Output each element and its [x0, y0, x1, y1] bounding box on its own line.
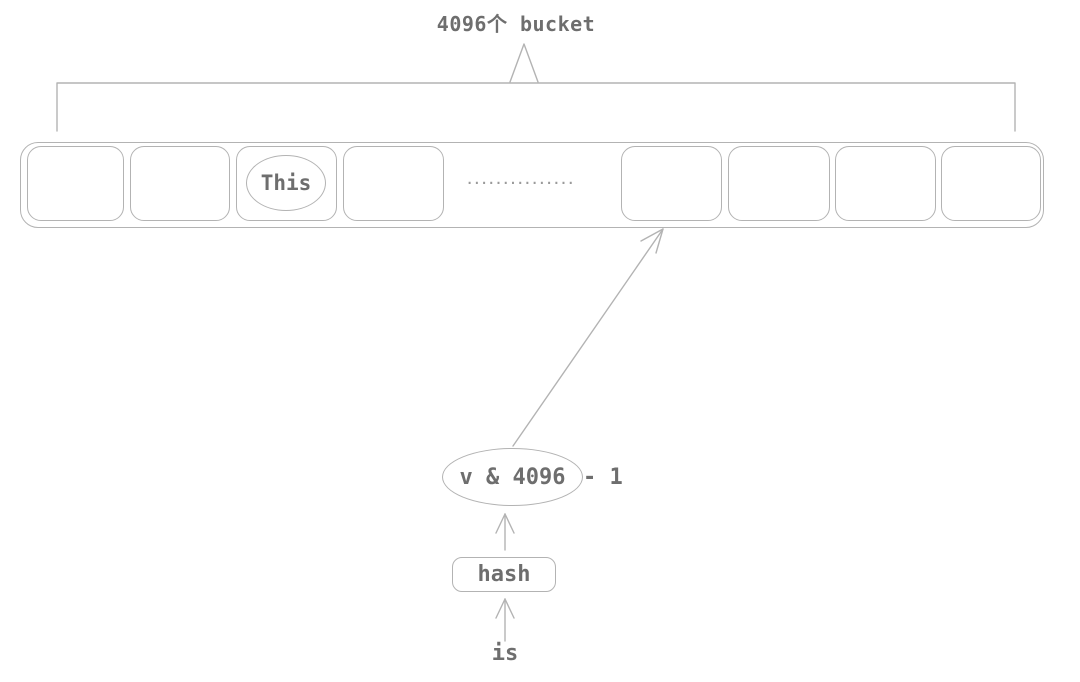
input-word-label: is	[491, 641, 519, 666]
bucket-4	[343, 146, 444, 221]
brace-line	[56, 82, 1016, 132]
arrow-hash-to-expr-icon	[495, 513, 515, 551]
bucket-5	[621, 146, 722, 221]
bucket-1	[27, 146, 124, 221]
hash-expr-node: v & 4096	[442, 448, 583, 506]
hash-function-label: hash	[477, 562, 531, 587]
this-node: This	[246, 155, 326, 211]
bucket-8	[941, 146, 1041, 221]
bucket-7	[835, 146, 936, 221]
hash-expr-label: v & 4096	[459, 464, 566, 490]
ellipsis-dots: ···············	[466, 177, 575, 190]
arrow-is-to-hash-icon	[495, 598, 515, 642]
bucket-2	[130, 146, 230, 221]
this-node-label: This	[260, 171, 312, 195]
hash-function-box: hash	[452, 557, 556, 592]
caret-icon	[509, 43, 539, 83]
bucket-6	[728, 146, 830, 221]
arrow-expr-to-bucket-icon	[512, 228, 664, 447]
bucket-count-label: 4096个 bucket	[436, 12, 596, 36]
hash-expr-suffix: - 1	[583, 464, 623, 490]
